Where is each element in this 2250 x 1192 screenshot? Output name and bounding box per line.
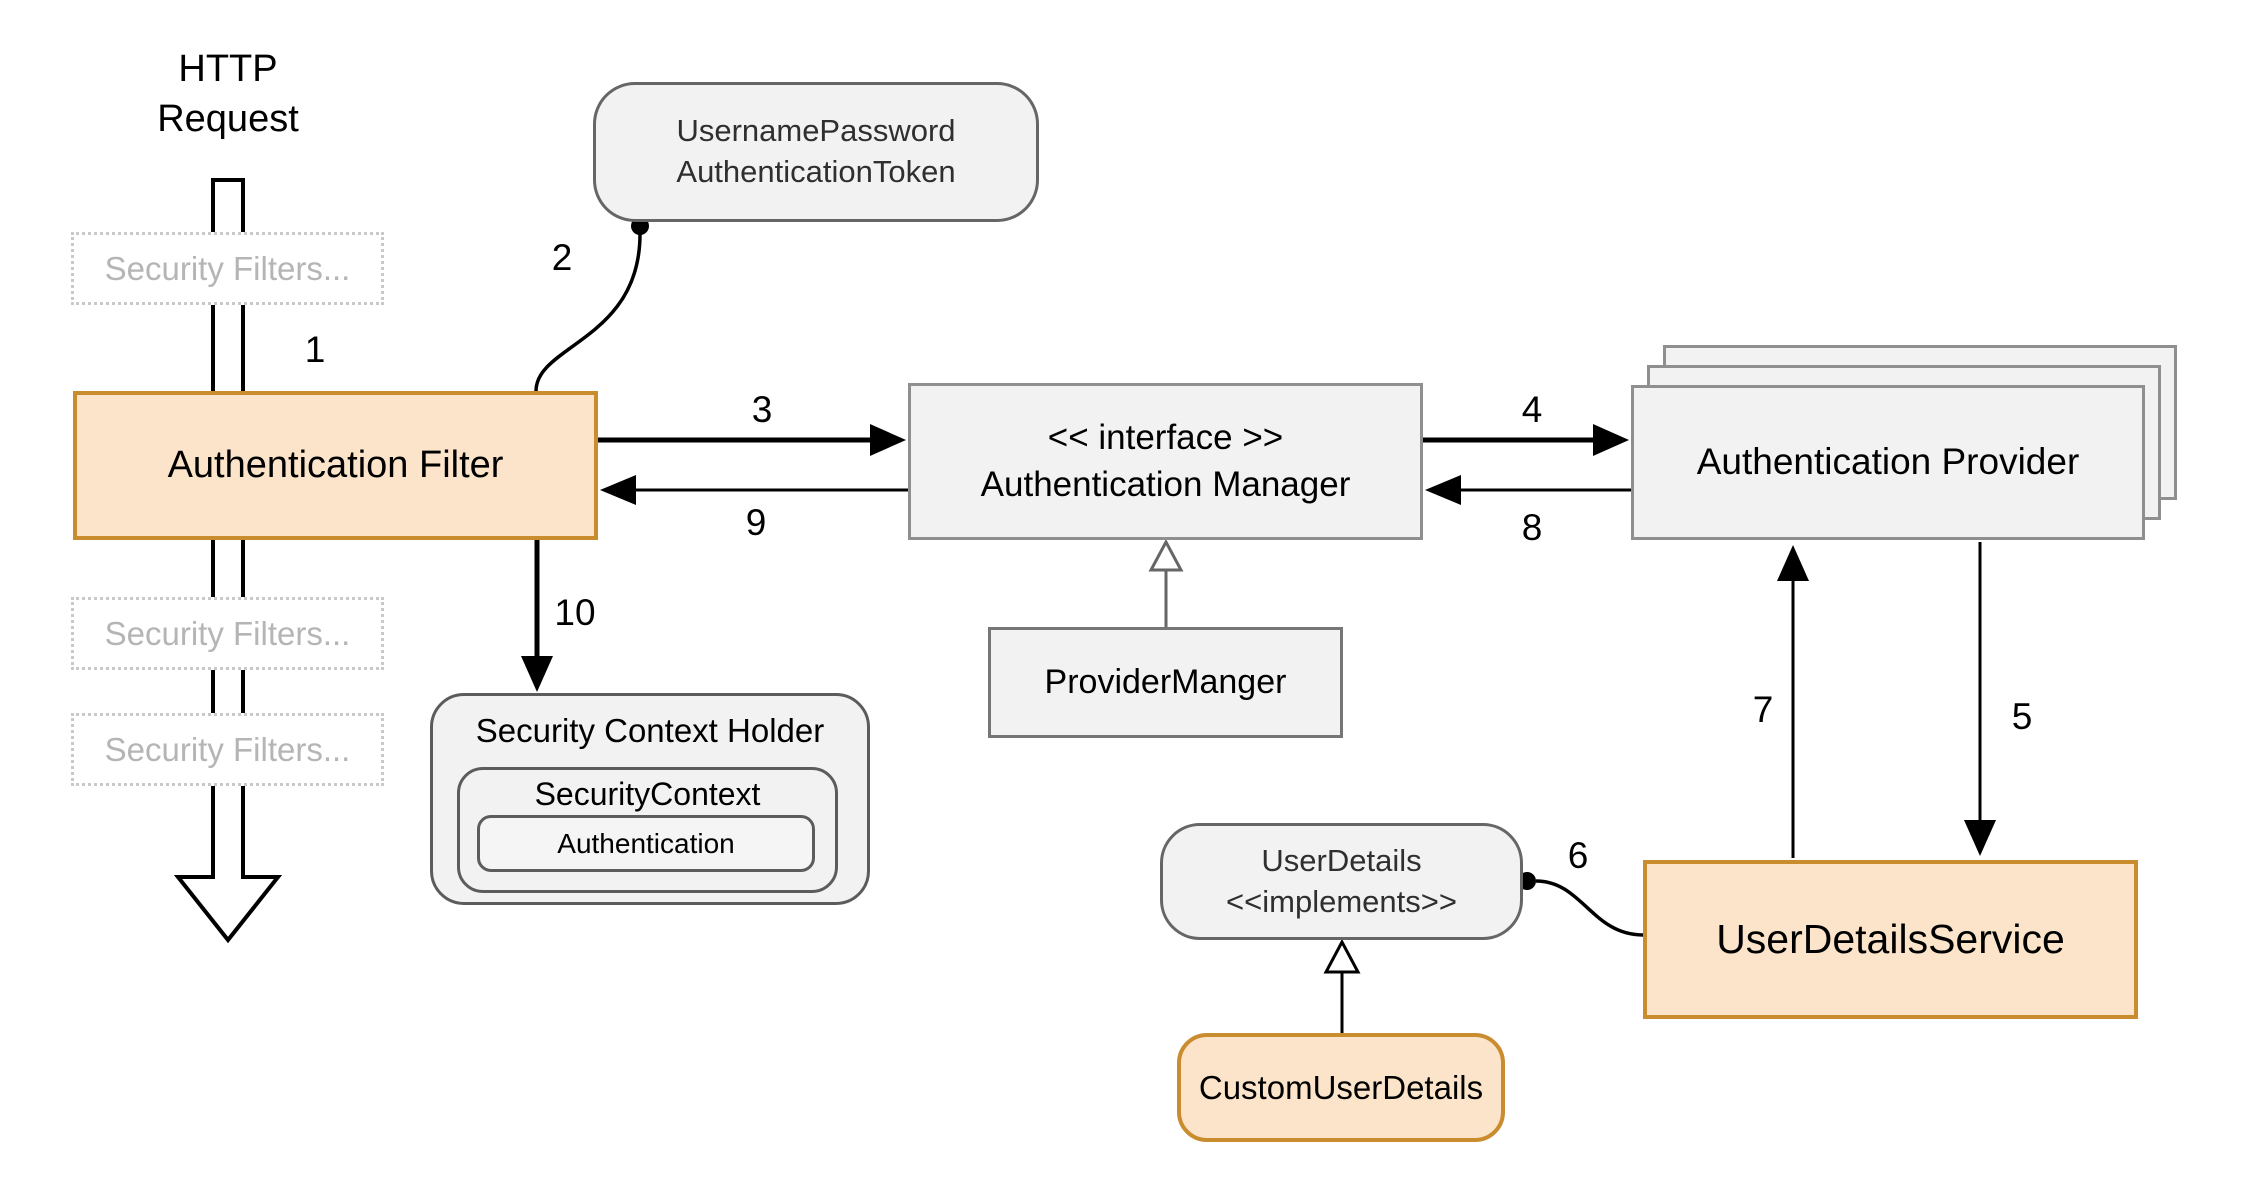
security-filters-box-top: Security Filters... (71, 232, 384, 305)
step-label-6: 6 (1567, 835, 1589, 876)
user-details-box: UserDetails <<implements>> (1160, 823, 1523, 940)
user-details-service-box: UserDetailsService (1643, 860, 2138, 1019)
security-context-label: SecurityContext (534, 776, 761, 812)
security-filters-box-mid: Security Filters... (71, 597, 384, 670)
security-filters-label: Security Filters... (104, 614, 351, 652)
authentication-provider-box: Authentication Provider (1631, 385, 2145, 540)
http-request-line2: Request (157, 98, 299, 141)
authentication-manager-label: Authentication Manager (980, 464, 1351, 504)
http-request-label: HTTP Request (128, 44, 328, 144)
security-filters-box-bottom: Security Filters... (71, 713, 384, 786)
authentication-filter-label: Authentication Filter (167, 444, 504, 487)
step-label-9: 9 (745, 502, 767, 543)
step-label-7: 7 (1752, 689, 1774, 730)
connector-step3-arrowhead (870, 424, 906, 456)
authentication-manager-box: << interface >> Authentication Manager (908, 383, 1423, 540)
username-password-token-box: UsernamePassword AuthenticationToken (593, 82, 1039, 222)
authentication-label: Authentication (557, 827, 735, 859)
step-label-1: 1 (304, 329, 326, 370)
inheritance-custom-user-details-triangle (1323, 938, 1361, 974)
step-label-4: 4 (1521, 389, 1543, 430)
step-label-5: 5 (2011, 696, 2033, 737)
security-context-holder-label: Security Context Holder (475, 712, 825, 749)
connector-step7-arrowhead (1777, 545, 1809, 581)
connector-step10-arrowhead (521, 656, 553, 692)
security-context-holder-box: Security Context Holder SecurityContext … (430, 693, 870, 905)
username-password-token-line2: AuthenticationToken (676, 154, 956, 189)
step-label-10: 10 (554, 592, 596, 633)
step-label-3: 3 (751, 389, 773, 430)
step-label-2: 2 (551, 237, 573, 278)
connector-step8-arrowhead (1425, 475, 1461, 505)
connector-step9-arrowhead (600, 475, 636, 505)
connector-step4-arrowhead (1593, 424, 1629, 456)
security-filters-label: Security Filters... (104, 730, 351, 768)
authentication-provider-label: Authentication Provider (1696, 441, 2080, 483)
custom-user-details-label: CustomUserDetails (1198, 1068, 1484, 1106)
inheritance-provider-manager-triangle (1148, 538, 1184, 572)
connector-step6-curve (1535, 879, 1644, 937)
custom-user-details-box: CustomUserDetails (1177, 1033, 1505, 1142)
security-context-box: SecurityContext Authentication (457, 767, 838, 893)
security-filters-label: Security Filters... (104, 249, 351, 287)
provider-manager-box: ProviderManger (988, 627, 1343, 738)
user-details-line1: UserDetails (1261, 842, 1422, 878)
authentication-filter-box: Authentication Filter (73, 391, 598, 540)
connector-step5-arrowhead (1964, 820, 1996, 856)
username-password-token-line1: UsernamePassword (676, 113, 956, 149)
user-details-service-label: UserDetailsService (1716, 916, 2065, 963)
user-details-line2: <<implements>> (1226, 883, 1457, 919)
connector-step2-curve (534, 233, 642, 392)
http-request-line1: HTTP (178, 48, 278, 90)
step-label-8: 8 (1521, 507, 1543, 548)
provider-manager-label: ProviderManger (1044, 663, 1287, 702)
authentication-manager-stereotype: << interface >> (1047, 418, 1284, 458)
authentication-box: Authentication (477, 815, 815, 872)
